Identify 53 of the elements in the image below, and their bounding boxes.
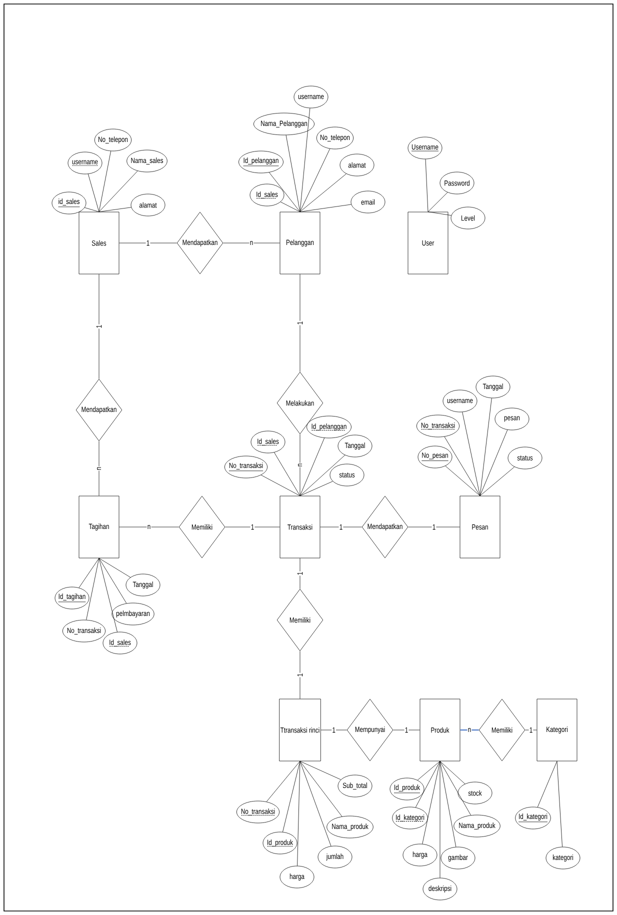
connector-line: [300, 108, 310, 212]
connector-line: [480, 398, 492, 496]
connector-line: [282, 761, 300, 832]
connector-line: [556, 761, 562, 848]
connector-line: [425, 159, 428, 212]
connector-line: [300, 204, 352, 212]
connector-line: [462, 412, 480, 496]
connector-line: [98, 150, 112, 212]
connector-line: [422, 761, 440, 844]
connector-line: [300, 148, 330, 212]
connector-line: [300, 174, 346, 212]
connector-line: [223, 242, 280, 244]
connector-line: [98, 207, 132, 212]
connector-line: [428, 212, 452, 216]
connector-line: [297, 761, 300, 866]
connector-line: [119, 242, 177, 244]
connector-line: [417, 761, 440, 780]
connector-line: [408, 526, 460, 528]
connector-line: [225, 526, 280, 528]
connector-line: [78, 558, 100, 588]
connector-line: [268, 172, 300, 212]
connector-line: [300, 481, 333, 496]
connector-line: [260, 474, 300, 496]
connector-line: [480, 430, 508, 496]
connector-line: [119, 526, 179, 528]
connector-line: [84, 207, 100, 212]
connector-line: [98, 441, 100, 496]
connector-line: [286, 134, 300, 212]
connector-line: [266, 761, 300, 802]
connector-line: [300, 761, 342, 780]
connector-line: [98, 274, 100, 379]
connector-line: [444, 436, 480, 496]
connector-line: [300, 761, 332, 846]
connector-line: [98, 558, 131, 578]
connector-line: [300, 438, 325, 496]
connector-line: [300, 454, 346, 496]
connector-line: [280, 202, 300, 212]
connector-line: [86, 558, 100, 620]
connector-line: [440, 761, 466, 784]
connector-line: [274, 452, 300, 496]
connector-line: [98, 558, 118, 632]
connector-line: [415, 761, 440, 808]
connector-line: [320, 526, 362, 528]
connector-line: [537, 761, 558, 808]
connector-line: [440, 761, 456, 848]
connector-line: [445, 466, 480, 496]
connector-line: [440, 761, 472, 816]
connector-line: [88, 174, 100, 212]
connector-line: [428, 192, 448, 212]
connector-line: [480, 466, 515, 496]
connector-line: [98, 558, 127, 604]
connector-line: [300, 761, 342, 817]
connector-line: [98, 170, 138, 212]
